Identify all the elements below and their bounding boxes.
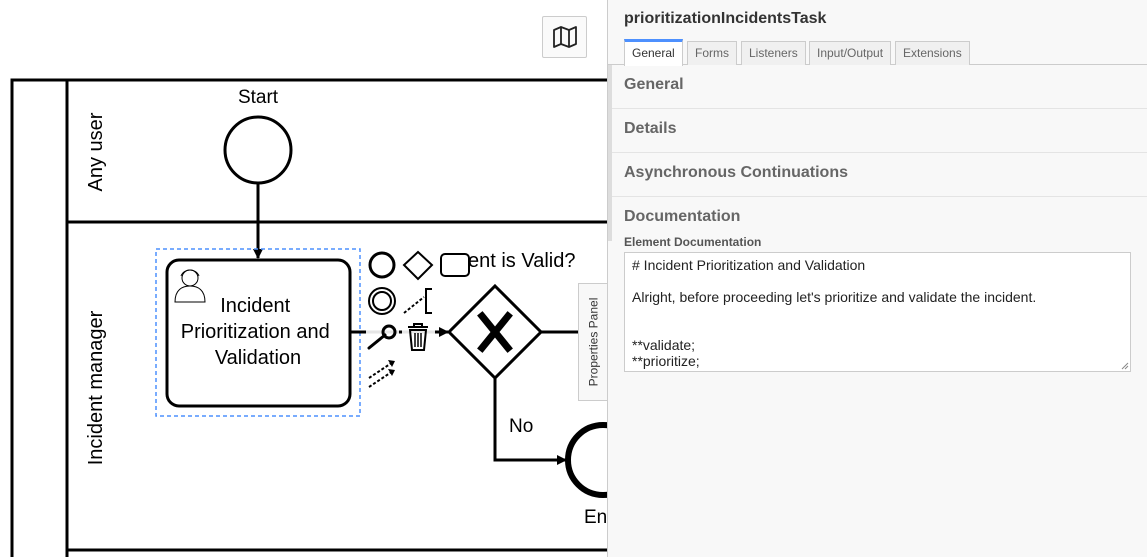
resize-grip-icon[interactable] [1121, 362, 1129, 370]
lane-label-incident-manager: Incident manager [85, 310, 107, 465]
group-general[interactable]: General [608, 65, 1147, 109]
gateway-label: ent is Valid? [468, 250, 575, 272]
group-async-label: Asynchronous Continuations [624, 164, 848, 181]
group-indicator [608, 65, 612, 109]
append-end-event-icon[interactable] [366, 249, 399, 282]
user-icon [174, 269, 206, 303]
element-id-title: prioritizationIncidentsTask [624, 10, 827, 27]
context-pad [366, 249, 471, 390]
properties-panel-toggle-label: Properties Panel [586, 297, 601, 387]
properties-panel: prioritizationIncidentsTask General Form… [607, 0, 1147, 557]
group-documentation[interactable]: Documentation [608, 197, 1147, 241]
group-general-label: General [624, 76, 684, 93]
group-details[interactable]: Details [608, 109, 1147, 153]
change-type-wrench-icon[interactable] [366, 321, 399, 354]
user-task-label: Incident Prioritization and Validation [181, 295, 336, 369]
start-event-label: Start [238, 87, 279, 108]
tab-general[interactable]: General [624, 39, 683, 66]
tab-listeners[interactable]: Listeners [741, 41, 806, 65]
delete-trash-icon[interactable] [402, 321, 435, 354]
group-documentation-label: Documentation [624, 208, 741, 225]
minimap-toggle-button[interactable] [542, 16, 587, 58]
documentation-field-label: Element Documentation [624, 235, 762, 249]
lane-label-any-user: Any user [85, 112, 107, 191]
tab-forms[interactable]: Forms [687, 41, 737, 65]
gateway-x-icon [477, 311, 513, 353]
group-details-label: Details [624, 120, 677, 137]
tab-extensions[interactable]: Extensions [895, 41, 970, 65]
group-indicator [608, 109, 612, 153]
connect-arrow-icon[interactable] [366, 357, 399, 390]
group-indicator [608, 197, 612, 241]
map-icon [552, 26, 577, 48]
properties-tabs: General Forms Listeners Input/Output Ext… [608, 38, 1147, 66]
properties-panel-toggle[interactable]: Properties Panel [578, 283, 608, 401]
start-event[interactable] [223, 115, 293, 185]
tab-input-output[interactable]: Input/Output [809, 41, 892, 65]
sequence-flow-no[interactable] [493, 378, 567, 465]
group-indicator [608, 153, 612, 197]
append-task-icon[interactable] [438, 249, 471, 282]
end-event-label: En [584, 507, 607, 528]
text-annotation-icon[interactable] [402, 285, 435, 318]
flow-no-label: No [509, 416, 533, 437]
group-async-continuations[interactable]: Asynchronous Continuations [608, 153, 1147, 197]
append-gateway-icon[interactable] [402, 249, 435, 282]
documentation-textarea[interactable]: # Incident Prioritization and Validation… [624, 252, 1131, 372]
append-intermediate-event-icon[interactable] [366, 285, 399, 318]
